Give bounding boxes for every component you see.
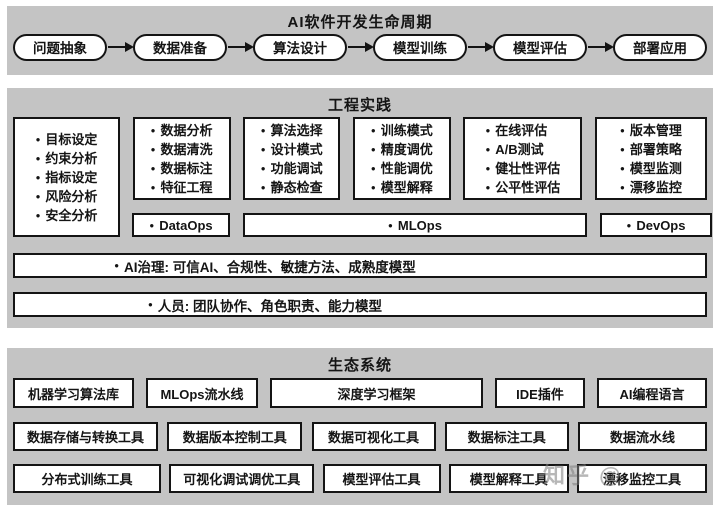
ecosystem-box: 数据版本控制工具 <box>167 422 303 451</box>
practice-item: 数据标注 <box>151 159 213 178</box>
practice-item: 数据清洗 <box>151 140 213 159</box>
practice-item: 安全分析 <box>36 206 97 225</box>
practice-item: 风险分析 <box>36 187 97 206</box>
lifecycle-stage: 算法设计 <box>253 33 347 61</box>
engineering-panel: 工程实践 目标设定约束分析指标设定风险分析安全分析数据分析数据清洗数据标注特征工… <box>7 88 713 328</box>
practice-item: 漂移监控 <box>620 178 682 197</box>
practice-item: 约束分析 <box>36 149 97 168</box>
lifecycle-title: AI软件开发生命周期 <box>287 14 433 31</box>
practice-item: 部署策略 <box>620 140 682 159</box>
practice-item: A/B测试 <box>485 140 560 159</box>
ecosystem-box: 数据存储与转换工具 <box>13 422 158 451</box>
practice-item: 算法选择 <box>261 121 323 140</box>
engineering-column: 数据分析数据清洗数据标注特征工程 <box>132 117 231 200</box>
lifecycle-stage: 部署应用 <box>613 33 707 61</box>
lifecycle-stage: 数据准备 <box>133 33 227 61</box>
lifecycle-flow: 问题抽象数据准备算法设计模型训练模型评估部署应用 <box>13 33 707 61</box>
engineering-column: 训练模式精度调优性能调优模型解释 <box>352 117 451 200</box>
ecosystem-box: 模型解释工具 <box>448 464 569 493</box>
practice-item: 公平性评估 <box>485 178 560 197</box>
practice-item: 设计模式 <box>261 140 323 159</box>
ecosystem-box: 数据流水线 <box>578 422 707 451</box>
ecosystem-box: 可视化调试调优工具 <box>169 464 315 493</box>
ecosystem-row: 分布式训练工具可视化调试调优工具模型评估工具模型解释工具漂移监控工具 <box>13 464 707 493</box>
practice-item: 在线评估 <box>485 121 560 140</box>
practice-item: 静态检查 <box>261 178 323 197</box>
ecosystem-box: IDE插件 <box>495 378 585 408</box>
practice-item: 模型解释 <box>371 178 433 197</box>
ecosystem-box: 分布式训练工具 <box>13 464 161 493</box>
ai-governance-row: AI治理: 可信AI、合规性、敏捷方法、成熟度模型 <box>13 253 707 278</box>
ecosystem-box: 深度学习框架 <box>270 378 483 408</box>
ecosystem-box: AI编程语言 <box>597 378 707 408</box>
engineering-columns: 目标设定约束分析指标设定风险分析安全分析数据分析数据清洗数据标注特征工程算法选择… <box>13 117 707 237</box>
practice-item: 目标设定 <box>36 130 97 149</box>
engineering-column: 算法选择设计模式功能调试静态检查 <box>243 117 341 200</box>
engineering-column: 版本管理部署策略模型监测漂移监控 <box>594 117 707 200</box>
lifecycle-panel: AI软件开发生命周期 问题抽象数据准备算法设计模型训练模型评估部署应用 <box>7 6 713 75</box>
engineering-column: 目标设定约束分析指标设定风险分析安全分析 <box>13 117 120 237</box>
practice-item: 特征工程 <box>151 178 213 197</box>
ecosystem-box: 机器学习算法库 <box>13 378 134 408</box>
devops-box: DevOps <box>600 213 712 237</box>
dataops-box: DataOps <box>132 213 230 237</box>
lifecycle-stage: 问题抽象 <box>13 33 107 61</box>
practice-item: 版本管理 <box>620 121 682 140</box>
engineering-column: 在线评估A/B测试健壮性评估公平性评估 <box>463 117 583 200</box>
ecosystem-title: 生态系统 <box>327 357 392 374</box>
flow-arrow-icon <box>468 42 494 52</box>
practice-item: 数据分析 <box>151 121 213 140</box>
practice-item: 指标设定 <box>36 168 97 187</box>
people-row: 人员: 团队协作、角色职责、能力模型 <box>13 292 707 317</box>
flow-arrow-icon <box>348 42 374 52</box>
mlops-box: MLOps <box>243 213 587 237</box>
ecosystem-box: 数据可视化工具 <box>311 422 436 451</box>
engineering-title: 工程实践 <box>327 97 392 114</box>
practice-item: 精度调优 <box>371 140 433 159</box>
practice-item: 健壮性评估 <box>485 159 560 178</box>
ecosystem-box: 数据标注工具 <box>444 422 569 451</box>
ecosystem-box: MLOps流水线 <box>146 378 258 408</box>
flow-arrow-icon <box>108 42 134 52</box>
practice-item: 性能调优 <box>371 159 433 178</box>
flow-arrow-icon <box>228 42 254 52</box>
ecosystem-box: 漂移监控工具 <box>577 464 707 493</box>
ecosystem-panel: 生态系统 机器学习算法库 MLOps流水线深度学习框架 IDE插件 AI编程语言 数据… <box>7 348 713 505</box>
ecosystem-row: 数据存储与转换工具数据版本控制工具数据可视化工具数据标注工具数据流水线 <box>13 422 707 451</box>
practice-item: 功能调试 <box>261 159 323 178</box>
flow-arrow-icon <box>588 42 614 52</box>
ecosystem-box: 模型评估工具 <box>322 464 441 493</box>
lifecycle-stage: 模型训练 <box>373 33 467 61</box>
lifecycle-stage: 模型评估 <box>493 33 587 61</box>
practice-item: 训练模式 <box>371 121 433 140</box>
ecosystem-row: 机器学习算法库 MLOps流水线深度学习框架 IDE插件 AI编程语言 <box>13 378 707 408</box>
practice-item: 模型监测 <box>620 159 682 178</box>
